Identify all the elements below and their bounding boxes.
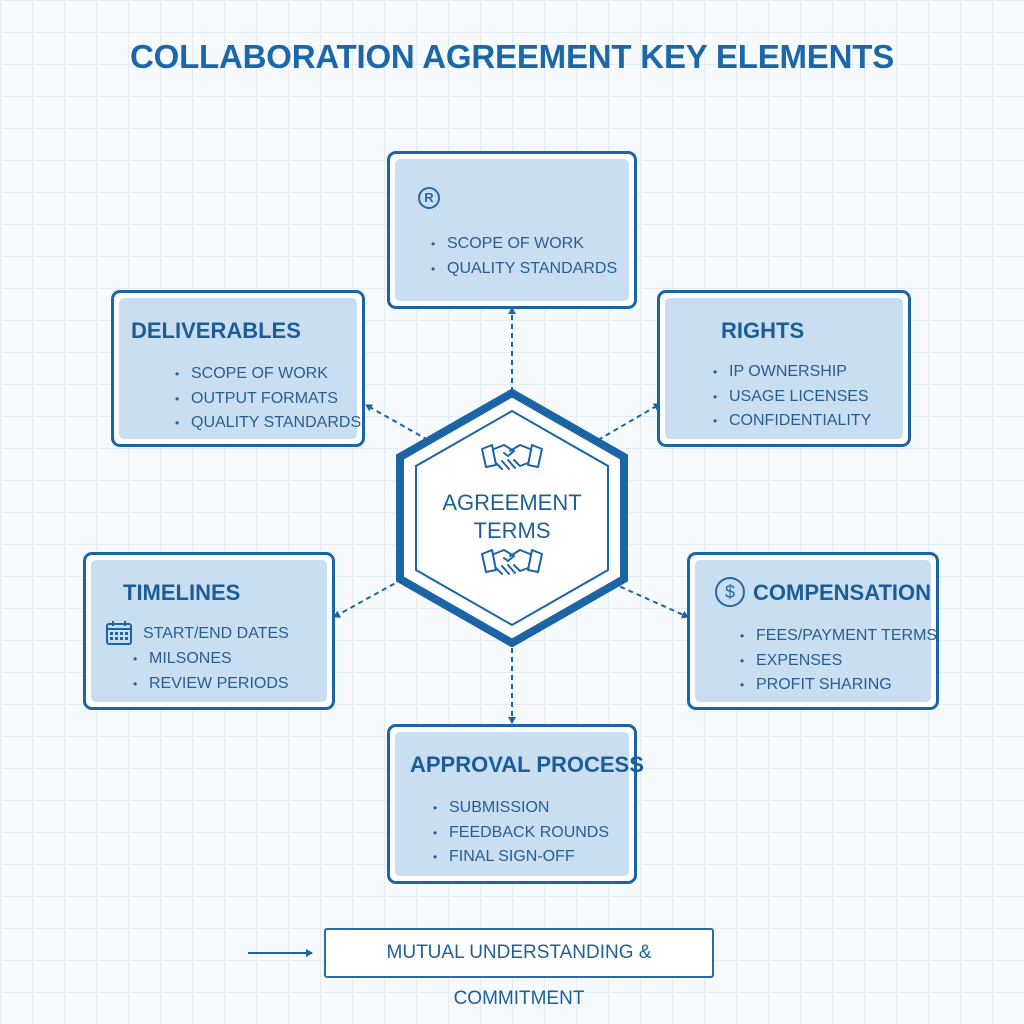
approval-process-list: •SUBMISSION •FEEDBACK ROUNDS •FINAL SIGN… (433, 796, 609, 870)
list-item: •FINAL SIGN-OFF (433, 848, 575, 865)
compensation-title: COMPENSATION (753, 580, 932, 605)
compensation-list: •FEES/PAYMENT TERMS •EXPENSES •PROFIT SH… (740, 624, 937, 698)
connector-rights (597, 403, 661, 441)
center-label-line2: TERMS (473, 518, 551, 543)
top-element-list: •SCOPE OF WORK •QUALITY STANDARDS (431, 232, 617, 281)
list-item: •OUTPUT FORMATS (175, 389, 338, 407)
center-label-line1: AGREEMENT (442, 490, 582, 515)
timelines-title: TIMELINES (123, 580, 241, 605)
center-hexagon (396, 388, 628, 648)
list-item: •IP OWNERSHIP (713, 363, 847, 380)
list-item: START/END DATES (143, 625, 289, 642)
list-item: •PROFIT SHARING (740, 676, 892, 693)
timelines-list: START/END DATES (143, 622, 289, 647)
list-item: •QUALITY STANDARDS (175, 414, 362, 431)
diagram-title: COLLABORATION AGREEMENT KEY ELEMENTS (129, 38, 895, 75)
deliverables-box: DELIVERABLES •SCOPE OF WORK •OUTPUT FORM… (111, 290, 365, 447)
list-item: •USAGE LICENSES (713, 387, 869, 405)
list-item: •FEES/PAYMENT TERMS (740, 627, 938, 644)
connector-deliverables (365, 404, 429, 441)
top-element-box: R •SCOPE OF WORK •QUALITY STANDARDS (387, 151, 637, 309)
list-item: •SCOPE OF WORK (431, 235, 584, 252)
list-item: •SCOPE OF WORK (175, 365, 328, 382)
list-item: •FEEDBACK ROUNDS (433, 823, 610, 841)
rights-title: RIGHTS (721, 318, 805, 343)
approval-process-box: APPROVAL PROCESS •SUBMISSION •FEEDBACK R… (387, 724, 644, 884)
list-item: •MILSONES (133, 650, 232, 667)
list-item: •REVIEW PERIODS (133, 674, 289, 692)
list-item: •SUBMISSION (433, 799, 550, 816)
deliverables-title: DELIVERABLES (131, 318, 301, 343)
timelines-box: TIMELINES START/END DATES •MILSONES •REV… (83, 552, 335, 710)
handshake-icon (481, 549, 543, 575)
list-item: •EXPENSES (740, 651, 843, 669)
connector-timelines (333, 574, 411, 618)
list-item: •CONFIDENTIALITY (713, 412, 872, 429)
calendar-icon (105, 620, 133, 651)
compensation-box: $ COMPENSATION •FEES/PAYMENT TERMS •EXPE… (687, 552, 939, 710)
deliverables-list: •SCOPE OF WORK •OUTPUT FORMATS •QUALITY … (175, 362, 361, 436)
footer-label: MUTUAL UNDERSTANDING & COMMITMENT (324, 928, 714, 1009)
dollar-icon: $ (715, 577, 745, 607)
rights-list: •IP OWNERSHIP •USAGE LICENSES •CONFIDENT… (713, 360, 871, 434)
list-item: •QUALITY STANDARDS (431, 259, 618, 277)
timelines-list-rest: •MILSONES •REVIEW PERIODS (133, 647, 289, 696)
approval-process-title: APPROVAL PROCESS (410, 752, 644, 777)
handshake-icon (481, 444, 543, 470)
connector-compensation (611, 582, 689, 619)
rights-box: RIGHTS •IP OWNERSHIP •USAGE LICENSES •CO… (657, 290, 911, 447)
registered-icon: R (418, 187, 440, 209)
